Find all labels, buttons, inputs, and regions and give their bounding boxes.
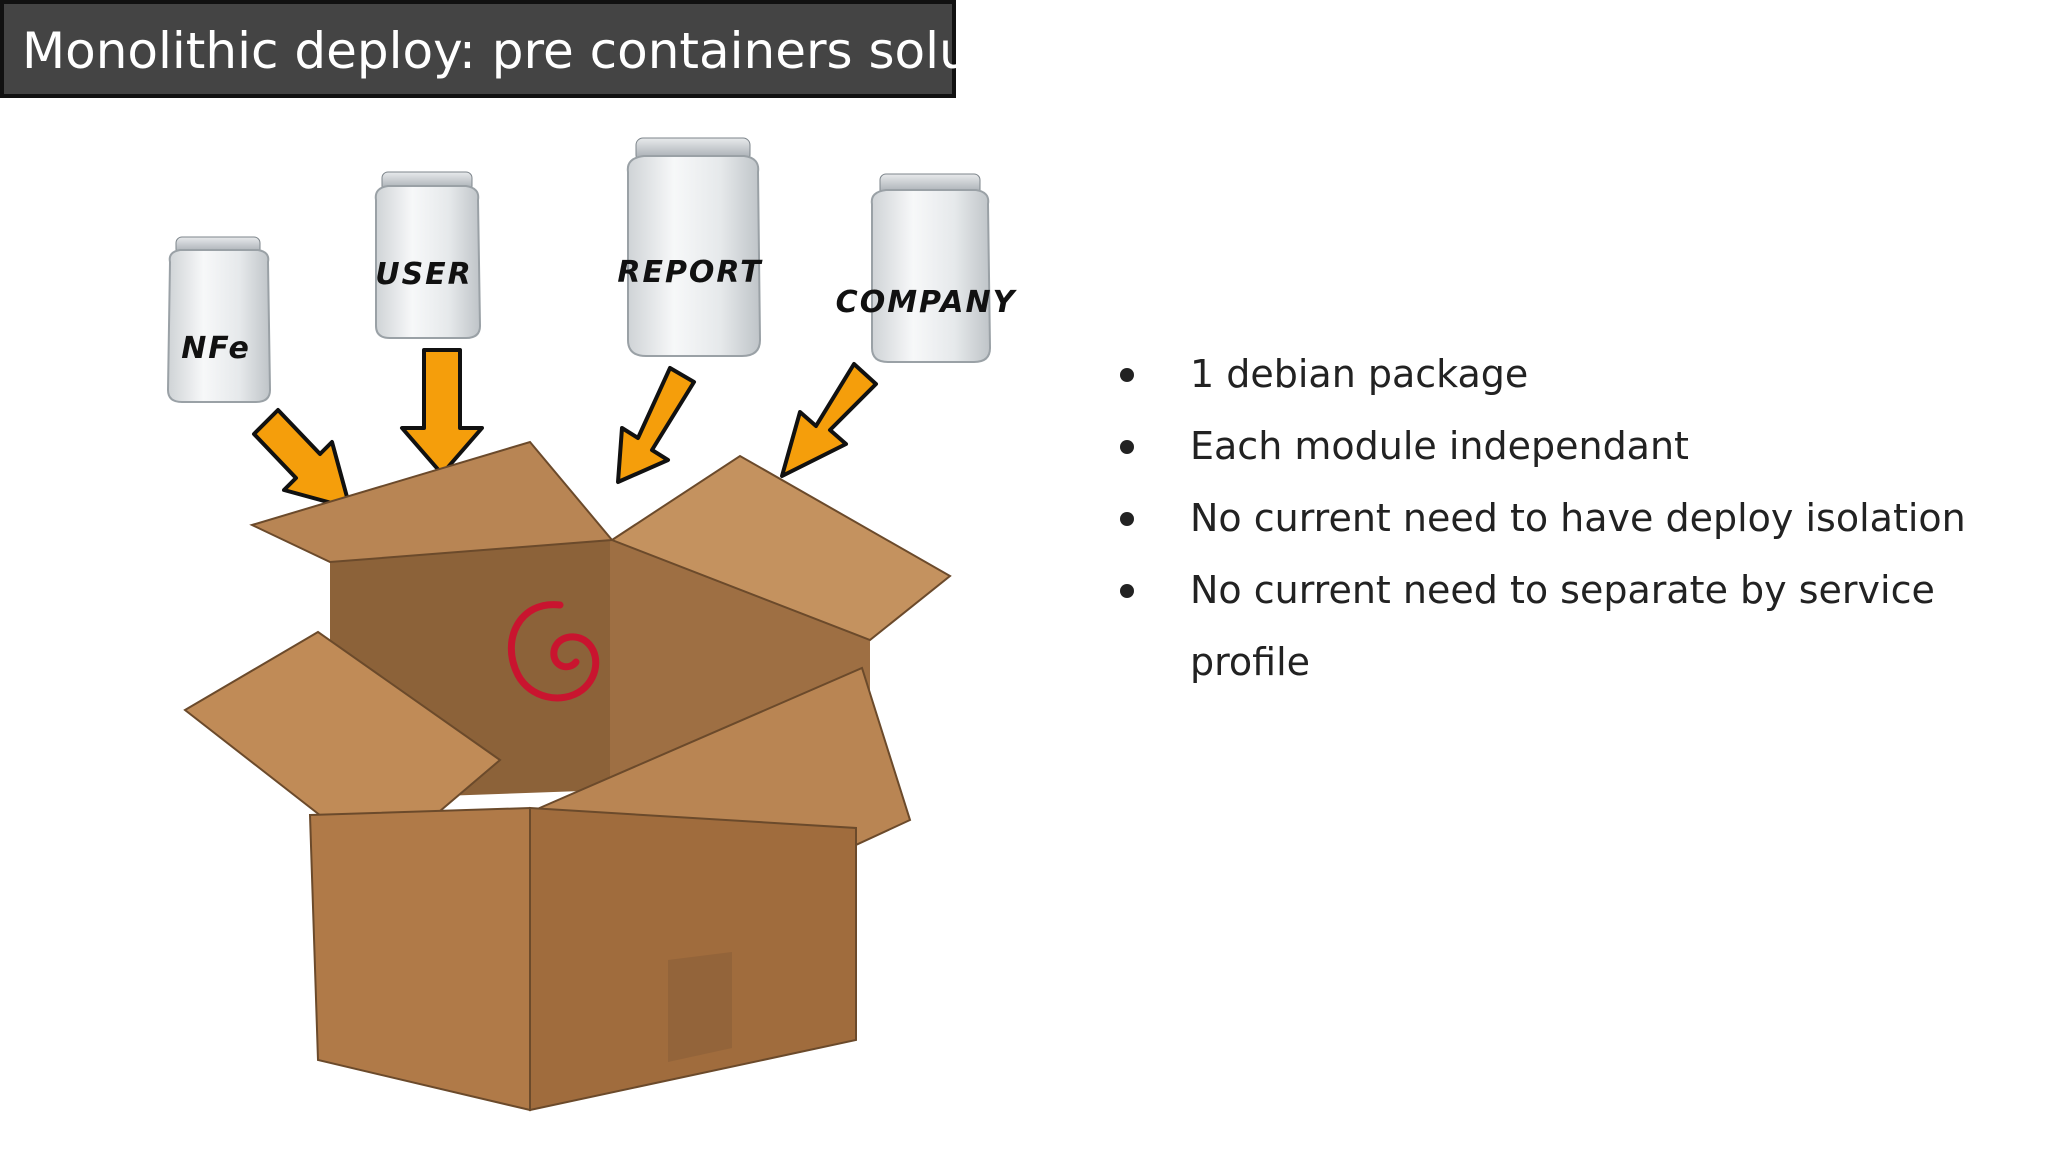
slide-title: Monolithic deploy: pre containers soluti… (22, 22, 1067, 80)
arrow-icon (252, 408, 352, 510)
jar-user: USER (374, 171, 482, 339)
bullet-item: No current need to separate by service p… (1112, 554, 2012, 698)
arrow-icon (780, 362, 878, 478)
bullet-dot-icon (1120, 584, 1134, 598)
jar-report: REPORT (617, 137, 763, 357)
bullet-text: No current need to have deploy isolation (1190, 496, 1966, 540)
jar-label: USER (375, 257, 473, 292)
package-illustration: NFe USER REPORT COMPANY (166, 137, 1018, 1112)
bullet-item: Each module independant (1112, 410, 2012, 482)
bullet-text: No current need to separate by service p… (1190, 568, 1935, 684)
jar-nfe: NFe (166, 236, 272, 403)
jar-label: NFe (181, 331, 251, 366)
jar-label: COMPANY (836, 285, 1018, 320)
arrow-icon (400, 348, 484, 476)
bullet-dot-icon (1120, 440, 1134, 454)
debian-logo-icon (507, 601, 600, 702)
bullet-list: 1 debian package Each module independant… (1112, 338, 2012, 698)
jar-company: COMPANY (836, 173, 1018, 363)
bullet-item: No current need to have deploy isolation (1112, 482, 2012, 554)
bullet-item: 1 debian package (1112, 338, 2012, 410)
slide-title-bar: Monolithic deploy: pre containers soluti… (0, 0, 1066, 98)
cardboard-box (183, 440, 952, 1112)
bullet-dot-icon (1120, 512, 1134, 526)
bullet-text: 1 debian package (1190, 352, 1529, 396)
bullet-text: Each module independant (1190, 424, 1689, 468)
jar-label: REPORT (617, 255, 763, 290)
bullet-dot-icon (1120, 368, 1134, 382)
arrow-icon (616, 366, 696, 484)
